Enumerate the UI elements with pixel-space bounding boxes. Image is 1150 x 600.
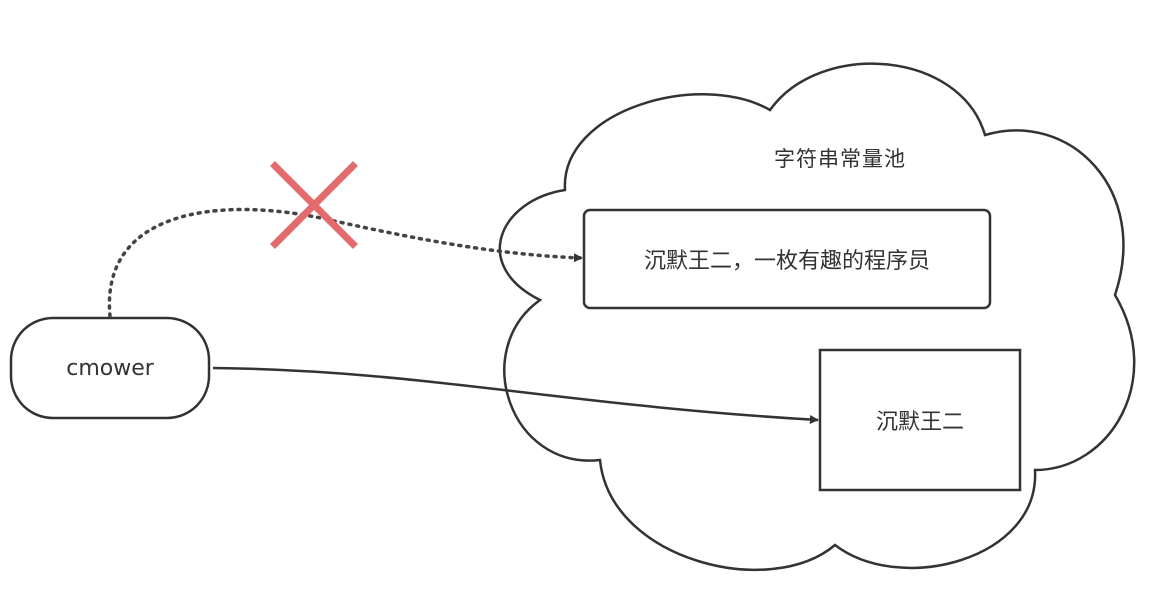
- string-pool-title: 字符串常量池: [774, 147, 906, 171]
- old-string-value: 沉默王二，一枚有趣的程序员: [643, 249, 930, 274]
- string-box-long: [582, 208, 992, 310]
- old-reference-arrow: [107, 207, 584, 318]
- string-box-short: [818, 348, 1022, 492]
- new-string-value: 沉默王二: [875, 410, 964, 435]
- new-reference-arrow: [212, 366, 819, 425]
- variable-node: [9, 316, 211, 420]
- variable-name: cmower: [66, 355, 154, 381]
- cross-icon: [270, 161, 358, 249]
